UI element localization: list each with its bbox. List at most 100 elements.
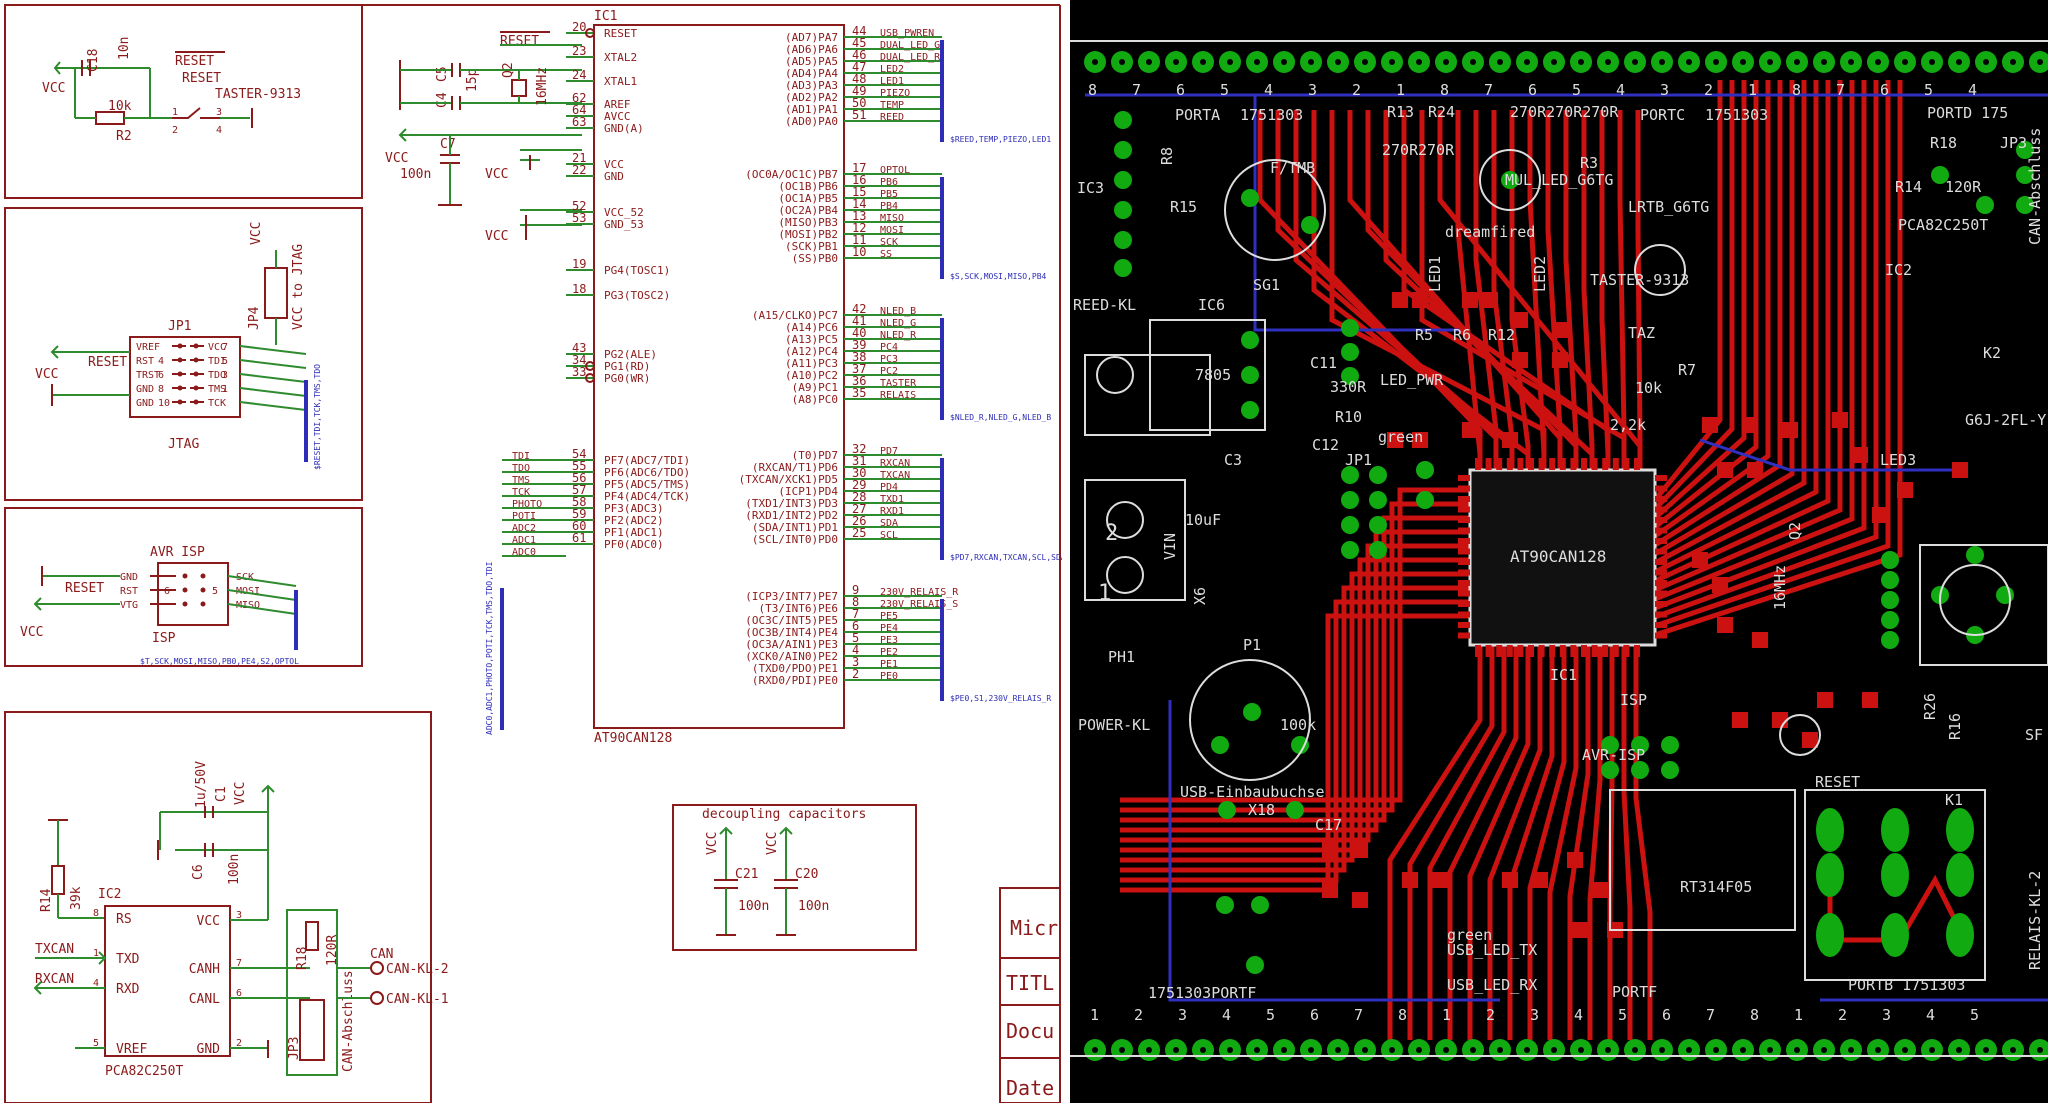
pcb-pad — [1291, 736, 1309, 754]
jtag-left-pin-name: GND — [136, 384, 154, 395]
pcb-pad-hole — [1902, 59, 1908, 65]
q2-symbol — [511, 79, 527, 97]
pcb-label-16mhz: 16MHz — [1771, 565, 1789, 610]
pcb-ic1-pin — [1458, 611, 1470, 618]
c7-label: C7 — [440, 137, 456, 152]
pcb-pad-hole — [1389, 1047, 1395, 1053]
ic1-left-pin-number: 62 — [572, 91, 586, 105]
pcb-pad-hole — [1524, 59, 1530, 65]
ic1-right-net-label: TEMP — [880, 100, 904, 111]
ic1-right-pin-number: 4 — [852, 643, 859, 657]
r18-symbol — [305, 921, 319, 951]
ic1-left-pin-name: PF2(ADC2) — [604, 514, 664, 527]
pcb-label-isp: ISP — [1620, 691, 1647, 709]
pcb-pad-hole — [1389, 59, 1395, 65]
title-block-docu: Docu — [1006, 1019, 1054, 1043]
pcb-label-10uf: 10uF — [1185, 511, 1221, 529]
pcb-relay-pad — [1881, 808, 1909, 852]
ic1-right-pin-number: 50 — [852, 96, 866, 110]
pcb-label-ic2: IC2 — [1885, 261, 1912, 279]
pcb-ic1-pin — [1458, 506, 1470, 513]
pcb-track — [1621, 645, 1633, 1040]
isp-pin-number: 5 — [212, 586, 218, 597]
pcb-label-portf: 1751303PORTF — [1148, 984, 1256, 1002]
pcb-label-x6: X6 — [1191, 587, 1209, 605]
jtag-reset-net: RESET — [88, 355, 127, 370]
pcb-smd-pad — [1952, 462, 1968, 478]
pcb-label-reset: RESET — [1815, 773, 1860, 791]
c5-value: 15p — [465, 68, 480, 92]
pcb-pad-hole — [1848, 1047, 1854, 1053]
pcb-smd-pad — [1322, 842, 1338, 858]
ic1-right-pin-name: (AD2)PA2 — [785, 91, 838, 104]
pcb-pad-hole — [1632, 59, 1638, 65]
c4-label: C4 — [435, 92, 450, 108]
pcb-pad — [2016, 166, 2034, 184]
vcc-label-1: VCC — [485, 167, 508, 182]
pcb-label-c12: C12 — [1312, 436, 1339, 454]
pcb-label-reedkl: REED-KL — [1073, 296, 1136, 314]
ic1-left-pin-number: 58 — [572, 495, 586, 509]
pcb-label-usb: USB-Einbaubuchse — [1180, 783, 1325, 801]
pcb-bottom-track — [1699, 438, 1960, 472]
pcb-smd-pad — [1872, 507, 1888, 523]
ic1-left-pin-name: PF0(ADC0) — [604, 538, 664, 551]
ic1-right-pin-number: 30 — [852, 466, 866, 480]
pcb-pad-hole — [1659, 1047, 1665, 1053]
isp-bus-label: $T,SCK,MOSI,MISO,PB0,PE4,S2,OPTOL — [140, 657, 299, 666]
pcb-label-portc: PORTC — [1640, 106, 1685, 124]
pcb-silkscreen-labels: PORTA 1751303 R13 R24 270R 270R 270R270R… — [1073, 81, 2046, 1024]
pcb-pad-hole — [1146, 59, 1152, 65]
ic1-left-pin-number: 21 — [572, 151, 586, 165]
pcb-label-porta-part: 1751303 — [1240, 106, 1303, 124]
ic2-right-pin-name: VCC — [197, 914, 220, 929]
ic1-left-pin-number: 24 — [572, 68, 586, 82]
pcb-label-at90can128: AT90CAN128 — [1510, 547, 1606, 566]
pcb-ic1-pin — [1549, 458, 1556, 470]
pcb-pad-hole — [1578, 1047, 1584, 1053]
ic1-right-pin-name: (TXCAN/XCK1)PD5 — [739, 473, 838, 486]
pcb-ic1-pins — [1458, 458, 1667, 657]
pcb-ic1-pin — [1655, 580, 1667, 586]
pcb-pad-hole — [1146, 1047, 1152, 1053]
pcb-label-r15: R15 — [1170, 198, 1197, 216]
pcb-label-pin2: 2 — [1105, 521, 1118, 546]
ic1-right-net-label: REED — [880, 112, 904, 123]
pcb-pad-hole — [1605, 59, 1611, 65]
pcb-pad-hole — [1227, 59, 1233, 65]
isp-reset-net: RESET — [65, 581, 104, 596]
pcb-ic1-pin — [1458, 580, 1470, 586]
pcb-ic1-pin — [1458, 548, 1470, 555]
pcb-smd-pad — [1352, 842, 1368, 858]
ic1-left-pin-number: 20 — [572, 20, 586, 34]
jtag-left-pin-number: 8 — [158, 384, 164, 395]
pcb-pad-hole — [1173, 1047, 1179, 1053]
pcb-track — [1653, 80, 1759, 529]
c1-value: 1u/50V — [194, 761, 209, 808]
pcb-ic1-pin — [1458, 569, 1470, 576]
pcb-label-r8: R8 — [1158, 147, 1176, 165]
pcb-label-taz: TAZ — [1628, 324, 1655, 342]
pcb-pad-hole — [1362, 59, 1368, 65]
pcb-label-120r: 120R — [1945, 178, 1982, 196]
pcb-track — [1653, 80, 1819, 575]
ic1-right-bus-label: $PE0,S1,230V_RELAIS_R — [950, 694, 1051, 703]
ic1-right-pin-name: (T0)PD7 — [792, 449, 838, 462]
pcb-pad-hole — [1713, 1047, 1719, 1053]
ic1-right-pin-name: (AD3)PA3 — [785, 79, 838, 92]
pcb-track — [1407, 645, 1495, 1040]
pcb-pad — [2016, 196, 2034, 214]
ic1-right-net-label: TASTER — [880, 378, 917, 389]
pcb-header-number: 3 — [1882, 1006, 1891, 1024]
ic1-right-net-label: PC2 — [880, 366, 898, 377]
pcb-smd-pad — [1412, 432, 1428, 448]
pcb-label-mul-led: MUL_LED_G6TG — [1505, 171, 1613, 189]
jtag-left-pin-number: 4 — [158, 356, 164, 367]
pcb-pad — [1341, 491, 1359, 509]
pcb-pad-hole — [1821, 59, 1827, 65]
pcb-pad-hole — [1740, 1047, 1746, 1053]
ic1-right-pin-name: (ICP1)PD4 — [778, 485, 838, 498]
pcb-pad — [1881, 571, 1899, 589]
